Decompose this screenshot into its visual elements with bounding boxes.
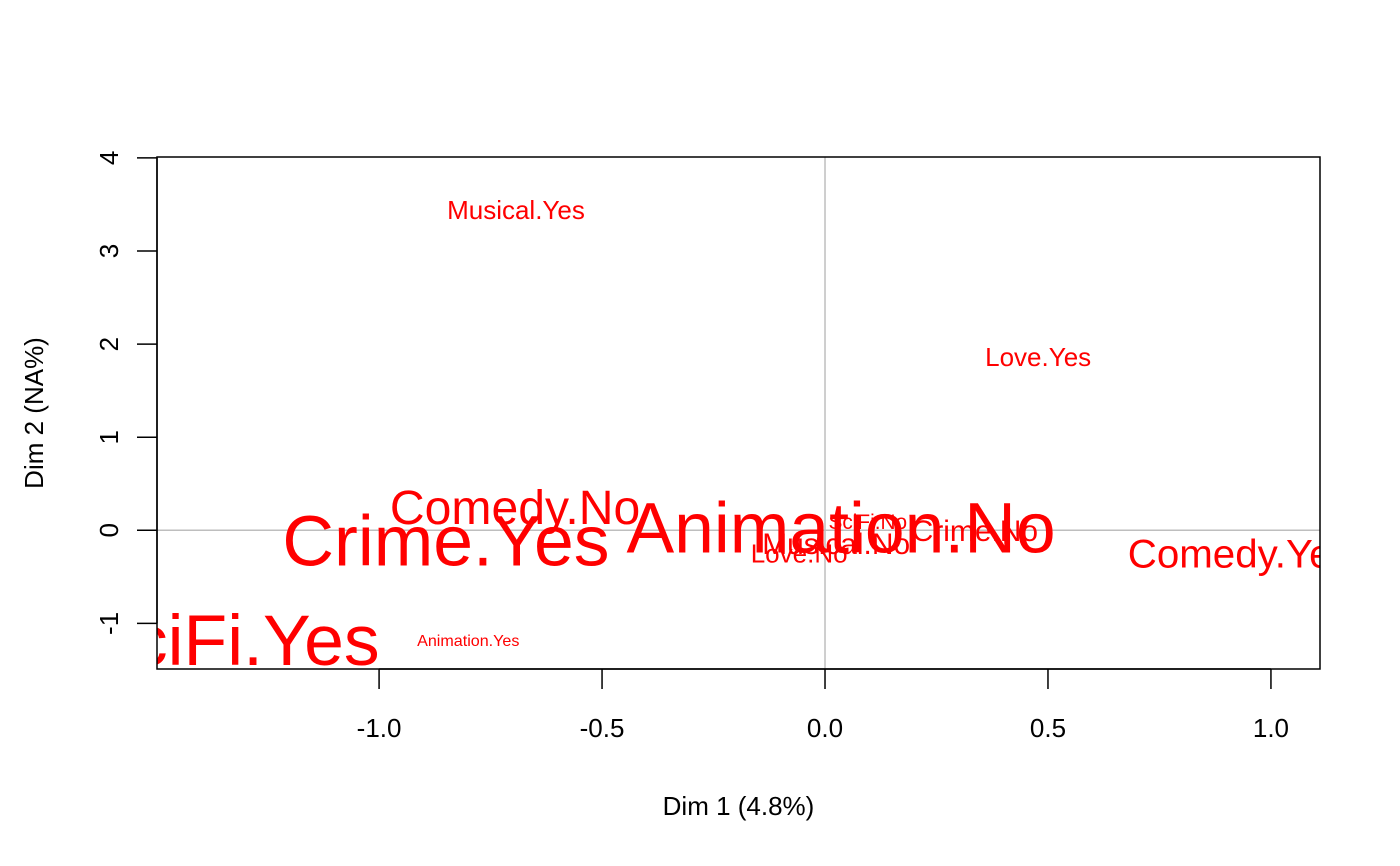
y-tick-label: -1 — [94, 612, 124, 635]
point-label-crime-yes: Crime.Yes — [282, 502, 609, 582]
y-axis: -1 0 1 2 3 4 — [94, 151, 158, 635]
x-tick-label: 0.5 — [1030, 713, 1066, 743]
point-label-animation-yes: Animation.Yes — [417, 632, 519, 650]
x-axis: -1.0 -0.5 0.0 0.5 1.0 — [357, 668, 1289, 743]
y-axis-title: Dim 2 (NA%) — [19, 337, 49, 489]
x-tick-label: 0.0 — [807, 713, 843, 743]
x-axis-title: Dim 1 (4.8%) — [663, 791, 815, 821]
x-tick-label: -0.5 — [580, 713, 625, 743]
y-tick-label: 4 — [94, 151, 124, 165]
y-tick-label: 3 — [94, 244, 124, 258]
plot-frame — [156, 156, 1321, 670]
point-label-musical-no: Musical.No — [762, 528, 910, 561]
point-label-crime-no: Crime.No — [912, 515, 1038, 548]
point-label-comedy-no: Comedy.No — [390, 481, 640, 535]
point-label-animation-no: Animation.No — [626, 489, 1055, 569]
point-label-comedy-yes: Comedy.Yes — [1128, 532, 1352, 577]
point-label-love-yes: Love.Yes — [985, 342, 1091, 372]
reference-lines — [157, 157, 1320, 669]
point-label-scifi-yes: SciFi.Yes — [84, 601, 379, 681]
x-tick-label: 1.0 — [1253, 713, 1289, 743]
point-label-musical-yes: Musical.Yes — [447, 195, 585, 225]
y-tick-label: 2 — [94, 337, 124, 351]
y-tick-label: 1 — [94, 430, 124, 444]
x-tick-label: -1.0 — [357, 713, 402, 743]
point-label-scifi-no: SciFi.No — [829, 511, 908, 534]
point-label-love-no: Love.No — [751, 539, 848, 569]
y-tick-label: 0 — [94, 523, 124, 537]
